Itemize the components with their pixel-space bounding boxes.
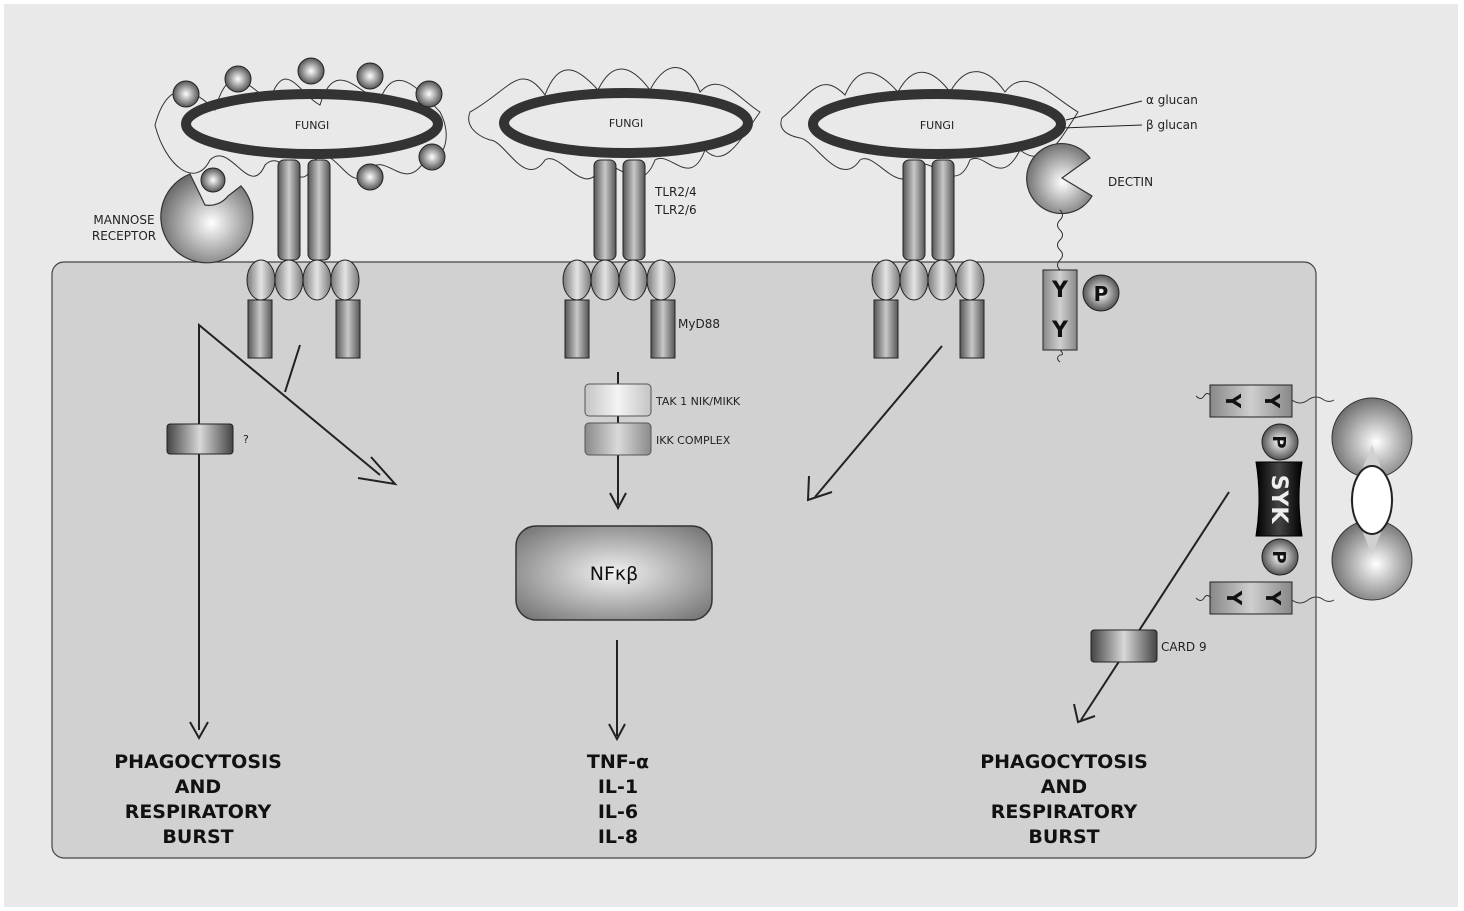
tir-domain [563, 260, 591, 300]
output-center-line-1: TNF-α [587, 751, 649, 773]
tir-domain [303, 260, 331, 300]
mannose-receptor-label-2: RECEPTOR [92, 229, 156, 243]
unknown-adaptor [167, 424, 233, 454]
ikk-box [585, 423, 651, 455]
output-left-line-3: RESPIRATORY [125, 801, 272, 823]
syk-label: SYK [1266, 475, 1291, 525]
output-center-line-2: IL-1 [598, 776, 638, 798]
tlr-chain [903, 160, 925, 260]
card9-box [1091, 630, 1157, 662]
tir-domain [872, 260, 900, 300]
tak1-box [585, 384, 651, 416]
fungi-label-left: FUNGI [295, 119, 329, 132]
tir-domain [900, 260, 928, 300]
mannan-ball [173, 81, 199, 107]
tlr-label-2: TLR2/6 [654, 203, 697, 217]
output-left-line-1: PHAGOCYTOSIS [114, 751, 282, 773]
itam-top-y-1: Y [1221, 393, 1245, 409]
fungi-label-right: FUNGI [920, 119, 954, 132]
tir-domain [928, 260, 956, 300]
tir-domain [647, 260, 675, 300]
itam-bottom-y-2: Y [1261, 590, 1285, 606]
mannan-ball [298, 58, 324, 84]
tir-domain [331, 260, 359, 300]
tir-domain [956, 260, 984, 300]
phospho-syk-top: P [1268, 435, 1289, 448]
beta-glucan-label: β glucan [1146, 118, 1198, 132]
mannose-receptor-label-1: MANNOSE [93, 213, 154, 227]
adaptor-bar [960, 300, 984, 358]
unknown-adaptor-label: ? [243, 433, 249, 446]
itam-top-y-2: Y [1260, 393, 1284, 409]
adaptor-bar [336, 300, 360, 358]
mannan-ball [357, 164, 383, 190]
output-left-line-4: BURST [162, 826, 233, 848]
myd88-bar [565, 300, 589, 358]
phospho-label: P [1094, 282, 1109, 306]
tir-domain [619, 260, 647, 300]
myd88-label: MyD88 [678, 317, 720, 331]
fungi-label-center: FUNGI [609, 117, 643, 130]
tak1-label: TAK 1 NIK/MIKK [655, 395, 741, 408]
adaptor-bar [248, 300, 272, 358]
mannan-ball-bound [201, 168, 225, 192]
nfkb-label: NFκβ [590, 563, 638, 585]
mannan-ball [225, 66, 251, 92]
tlr-chain [623, 160, 645, 260]
output-left-line-2: AND [175, 776, 221, 798]
glucan-particle [1352, 466, 1392, 534]
myd88-bar [651, 300, 675, 358]
output-right-line-4: BURST [1028, 826, 1099, 848]
itam-y-bottom: Y [1051, 318, 1069, 343]
tlr-chain [932, 160, 954, 260]
ikk-label: IKK COMPLEX [656, 434, 731, 447]
dectin-label: DECTIN [1108, 175, 1153, 189]
tlr-chain [308, 160, 330, 260]
tir-domain [247, 260, 275, 300]
output-right-line-2: AND [1041, 776, 1087, 798]
tlr-chain [594, 160, 616, 260]
mannan-ball [419, 144, 445, 170]
output-center-line-3: IL-6 [598, 801, 638, 823]
itam-y-top: Y [1051, 278, 1069, 303]
alpha-glucan-label: α glucan [1146, 93, 1198, 107]
output-center-line-4: IL-8 [598, 826, 638, 848]
card9-label: CARD 9 [1161, 640, 1207, 654]
itam-bottom-y-1: Y [1222, 590, 1246, 606]
output-right-line-3: RESPIRATORY [991, 801, 1138, 823]
mannan-ball [357, 63, 383, 89]
tir-domain [275, 260, 303, 300]
output-right-line-1: PHAGOCYTOSIS [980, 751, 1148, 773]
adaptor-bar [874, 300, 898, 358]
tir-domain [591, 260, 619, 300]
phospho-syk-bottom: P [1268, 550, 1289, 563]
tlr-chain [278, 160, 300, 260]
mannan-ball [416, 81, 442, 107]
tlr-label-1: TLR2/4 [654, 185, 697, 199]
